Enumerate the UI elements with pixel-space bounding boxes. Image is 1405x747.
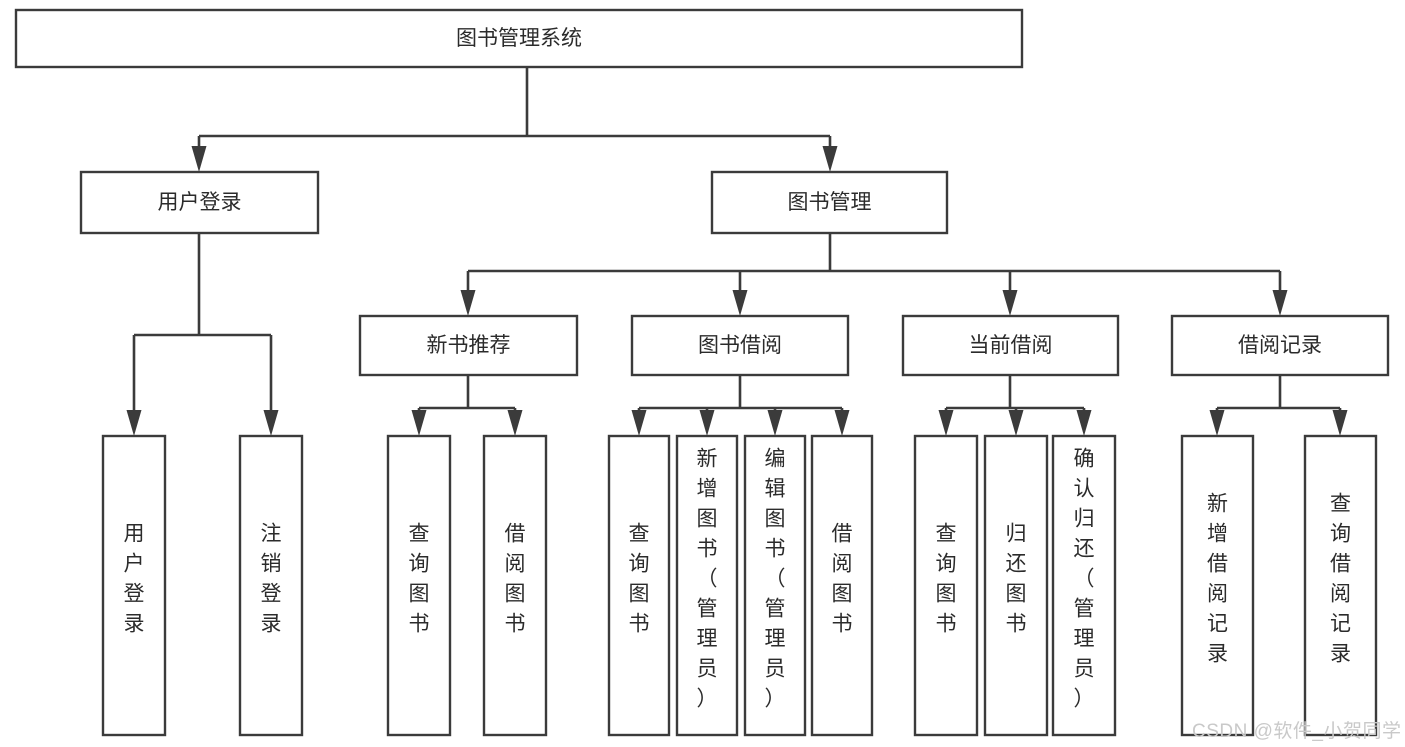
arrow-head-icon <box>767 410 783 436</box>
arrow-head-icon <box>1076 410 1092 436</box>
arrow-head-icon <box>1209 410 1225 436</box>
connector-group-borrow-record-children <box>1209 375 1348 436</box>
arrow-head-icon <box>1332 410 1348 436</box>
node-box[interactable] <box>810 434 874 737</box>
node-label: 图书管理系统 <box>456 27 582 50</box>
leaf-node-查询图书[interactable]: 查询图书 <box>607 434 671 737</box>
node-box[interactable] <box>386 434 452 737</box>
node-label: 查询图书 <box>936 523 957 636</box>
node-box[interactable] <box>901 314 1120 377</box>
connector-group-book-borrow-children <box>631 375 850 436</box>
arrow-head-icon <box>938 410 954 436</box>
arrow-head-icon <box>1008 410 1024 436</box>
node-box[interactable] <box>675 434 739 737</box>
node-label: 新书推荐 <box>427 334 511 357</box>
leaf-node-确认归还管理员[interactable]: 确认归还（管理员） <box>1051 434 1117 737</box>
node-label: 图书借阅 <box>698 334 782 357</box>
root-node-图书管理系统[interactable]: 图书管理系统 <box>14 8 1024 69</box>
arrow-head-icon <box>834 410 850 436</box>
leaf-node-注销登录[interactable]: 注销登录 <box>238 434 304 737</box>
node-box[interactable] <box>913 434 979 737</box>
level2-node-用户登录[interactable]: 用户登录 <box>79 170 320 235</box>
node-box[interactable] <box>743 434 807 737</box>
node-label: 用户登录 <box>124 523 145 636</box>
node-box[interactable] <box>983 434 1049 737</box>
node-label: 图书管理 <box>788 191 872 214</box>
level3-node-借阅记录[interactable]: 借阅记录 <box>1170 314 1390 377</box>
connector-group-new-book-children <box>411 375 523 436</box>
arrow-head-icon <box>1272 290 1288 316</box>
level3-node-图书借阅[interactable]: 图书借阅 <box>630 314 850 377</box>
leaf-node-查询图书[interactable]: 查询图书 <box>913 434 979 737</box>
leaf-node-借阅图书[interactable]: 借阅图书 <box>482 434 548 737</box>
connector-group-current-borrow-children <box>938 375 1092 436</box>
node-box[interactable] <box>1180 434 1255 737</box>
connector-group-root-to-level2 <box>191 67 838 172</box>
arrow-head-icon <box>126 410 142 436</box>
arrow-head-icon <box>460 290 476 316</box>
node-label: 当前借阅 <box>969 334 1053 357</box>
leaf-node-新增图书管理员[interactable]: 新增图书（管理员） <box>675 434 739 737</box>
leaf-node-新增借阅记录[interactable]: 新增借阅记录 <box>1180 434 1255 737</box>
watermark: CSDN @软件_小贺同学 <box>1192 721 1402 742</box>
node-label: 注销登录 <box>261 523 282 636</box>
arrow-head-icon <box>699 410 715 436</box>
node-box[interactable] <box>14 8 1024 69</box>
node-box[interactable] <box>1170 314 1390 377</box>
node-box[interactable] <box>238 434 304 737</box>
leaf-node-查询图书[interactable]: 查询图书 <box>386 434 452 737</box>
node-label: 归还图书 <box>1006 523 1027 636</box>
node-label: 借阅记录 <box>1238 334 1322 357</box>
arrow-head-icon <box>822 146 838 172</box>
node-label: 确认归还（管理员） <box>1074 448 1095 711</box>
node-box[interactable] <box>1303 434 1378 737</box>
leaf-node-借阅图书[interactable]: 借阅图书 <box>810 434 874 737</box>
leaf-node-查询借阅记录[interactable]: 查询借阅记录 <box>1303 434 1378 737</box>
connector-group-user-login-children <box>126 233 279 436</box>
level3-node-新书推荐[interactable]: 新书推荐 <box>358 314 579 377</box>
leaf-node-归还图书[interactable]: 归还图书 <box>983 434 1049 737</box>
connector-group-book-manage-children <box>460 233 1288 316</box>
leaf-node-编辑图书管理员[interactable]: 编辑图书（管理员） <box>743 434 807 737</box>
arrow-head-icon <box>507 410 523 436</box>
node-box[interactable] <box>630 314 850 377</box>
node-label: 借阅图书 <box>832 523 853 636</box>
arrow-head-icon <box>263 410 279 436</box>
node-label: 查询借阅记录 <box>1330 493 1351 666</box>
node-label: 查询图书 <box>409 523 430 636</box>
arrow-head-icon <box>1002 290 1018 316</box>
node-box[interactable] <box>1051 434 1117 737</box>
node-label: 借阅图书 <box>505 523 526 636</box>
node-label: 新增图书（管理员） <box>697 448 718 711</box>
node-box[interactable] <box>482 434 548 737</box>
leaf-node-用户登录[interactable]: 用户登录 <box>101 434 167 737</box>
level3-node-当前借阅[interactable]: 当前借阅 <box>901 314 1120 377</box>
node-box[interactable] <box>710 170 949 235</box>
node-label: 查询图书 <box>629 523 650 636</box>
arrow-head-icon <box>631 410 647 436</box>
node-box[interactable] <box>79 170 320 235</box>
arrow-head-icon <box>411 410 427 436</box>
nodes-layer: 图书管理系统用户登录图书管理新书推荐图书借阅当前借阅借阅记录用户登录注销登录查询… <box>14 8 1390 737</box>
connectors-layer <box>126 67 1348 436</box>
node-box[interactable] <box>607 434 671 737</box>
level2-node-图书管理[interactable]: 图书管理 <box>710 170 949 235</box>
node-label: 编辑图书（管理员） <box>765 448 786 711</box>
node-box[interactable] <box>101 434 167 737</box>
node-label: 用户登录 <box>158 191 242 214</box>
node-box[interactable] <box>358 314 579 377</box>
arrow-head-icon <box>732 290 748 316</box>
arrow-head-icon <box>191 146 207 172</box>
node-label: 新增借阅记录 <box>1207 493 1228 666</box>
